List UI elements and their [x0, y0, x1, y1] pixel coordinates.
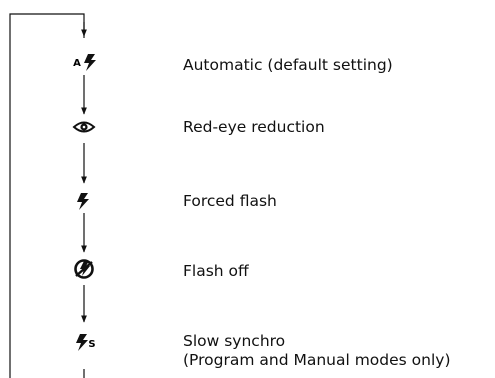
flash-auto-icon: A	[73, 54, 96, 71]
mode-label-automatic: Automatic (default setting)	[183, 56, 393, 74]
mode-label-flash-off: Flash off	[183, 262, 249, 280]
flash-off-icon	[74, 259, 94, 279]
mode-label-forced-flash: Forced flash	[183, 192, 277, 210]
red-eye-reduction-icon	[72, 121, 96, 133]
slow-synchro-label-line2: (Program and Manual modes only)	[183, 351, 451, 369]
flash-auto-letter: A	[73, 58, 81, 69]
slow-synchro-icon: S	[76, 334, 96, 351]
mode-label-red-eye-reduction: Red-eye reduction	[183, 118, 325, 136]
forced-flash-icon	[77, 193, 89, 210]
slow-synchro-letter: S	[88, 339, 95, 350]
mode-label-slow-synchro: Slow synchro (Program and Manual modes o…	[183, 332, 451, 370]
slow-synchro-label-line1: Slow synchro	[183, 332, 286, 350]
